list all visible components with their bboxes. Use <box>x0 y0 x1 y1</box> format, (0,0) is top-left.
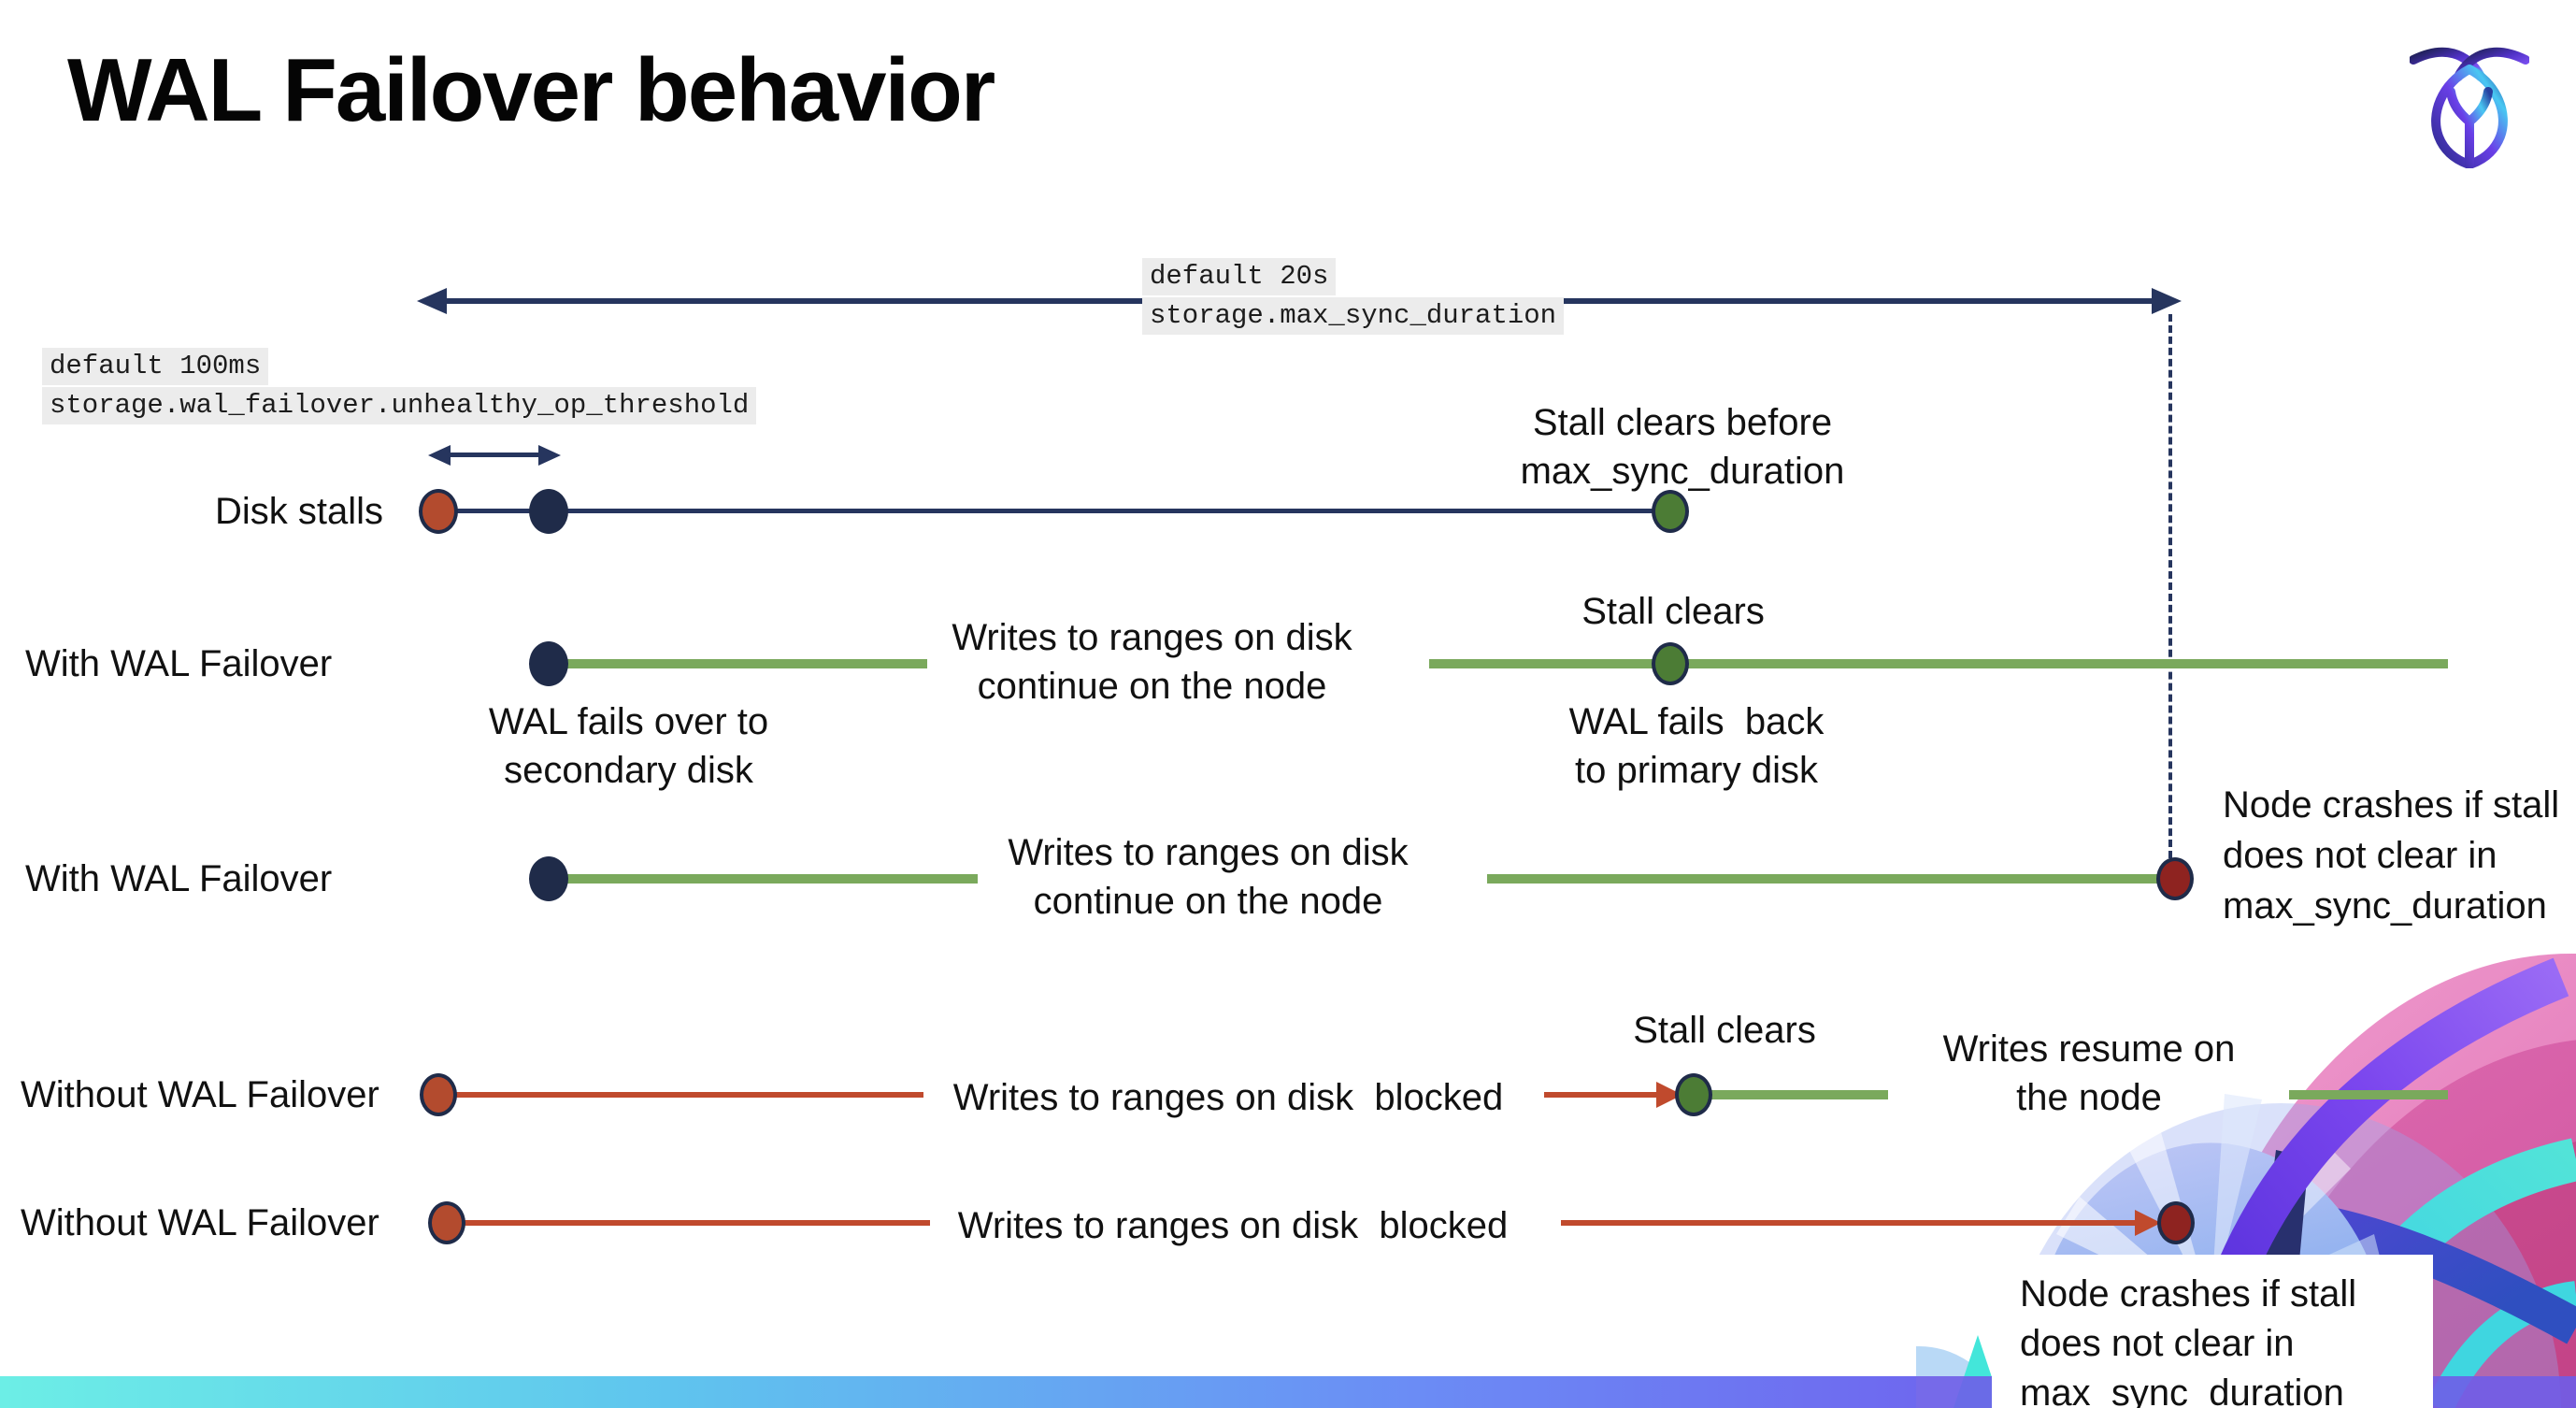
small-arrow-right-head-icon <box>538 445 561 466</box>
stall-clears-dot <box>1652 642 1689 685</box>
annotation-line: Writes to ranges on disk <box>952 617 1352 658</box>
annotation-line: Stall clears before <box>1532 402 1833 443</box>
row-label-without-wal-failover-2: Without WAL Failover <box>21 1202 379 1243</box>
writes-resume-line <box>2289 1090 2448 1099</box>
annotation-line: does not clear in <box>2020 1322 2295 1364</box>
annotation-line: Writes resume on <box>1942 1028 2236 1070</box>
wal-fails-over-annotation: WAL fails over to secondary disk <box>467 697 790 795</box>
annotation-line: does not clear in <box>2223 835 2497 876</box>
annotation-line: WAL fails over to <box>488 701 769 742</box>
node-crash-annotation: Node crashes if stall does not clear in … <box>2223 780 2576 931</box>
annotation-line: Writes to ranges on disk <box>1008 832 1409 873</box>
row-label-disk-stalls: Disk stalls <box>214 491 383 532</box>
writes-continue-annotation: Writes to ranges on disk continue on the… <box>991 828 1425 926</box>
stall-start-dot <box>420 1073 457 1116</box>
wal-fails-back-annotation: WAL fails back to primary disk <box>1538 697 1855 795</box>
failover-dot <box>529 856 568 901</box>
writes-resume-annotation: Writes resume on the node <box>1907 1025 2271 1122</box>
node-crash-dot <box>2156 857 2194 900</box>
disk-stall-timeline <box>438 509 1670 513</box>
annotation-line: WAL fails back <box>1568 701 1825 742</box>
writes-blocked-line <box>1561 1220 2139 1226</box>
writes-continue-line <box>561 659 927 668</box>
row-label-with-wal-failover-2: With WAL Failover <box>25 858 333 899</box>
cockroachdb-logo-icon <box>2410 47 2529 168</box>
writes-resume-line <box>1707 1090 1888 1099</box>
max-sync-default-label: default 20s <box>1142 258 1337 296</box>
stall-clears-label: Stall clears <box>1633 1010 1816 1051</box>
writes-continue-line <box>1429 659 2448 668</box>
writes-blocked-line <box>463 1220 930 1226</box>
row-label-without-wal-failover-1: Without WAL Failover <box>21 1074 379 1115</box>
writes-continue-line <box>561 874 978 884</box>
page-title: WAL Failover behavior <box>67 40 995 140</box>
writes-blocked-annotation: Writes to ranges on disk blocked <box>952 1077 1504 1118</box>
arrow-left-head-icon <box>417 288 447 314</box>
writes-continue-annotation: Writes to ranges on disk continue on the… <box>939 613 1365 711</box>
writes-continue-line <box>1487 874 2162 884</box>
annotation-line: Node crashes if stall <box>2223 784 2560 826</box>
node-crash-dot <box>2157 1201 2195 1244</box>
arrow-right-head-icon <box>2152 288 2182 314</box>
unhealthy-op-setting-name: storage.wal_failover.unhealthy_op_thresh… <box>42 387 757 425</box>
annotation-line: max_sync_duration <box>2223 885 2547 927</box>
stall-start-dot <box>419 489 458 534</box>
annotation-line: continue on the node <box>977 666 1327 707</box>
writes-blocked-line <box>454 1092 923 1098</box>
annotation-line: to primary disk <box>1574 750 1819 791</box>
annotation-line: secondary disk <box>504 750 753 791</box>
row-label-with-wal-failover-1: With WAL Failover <box>25 643 333 684</box>
annotation-line: continue on the node <box>1033 881 1383 922</box>
annotation-line: Node crashes if stall <box>2020 1273 2357 1315</box>
threshold-dot <box>529 489 568 534</box>
max-sync-setting-name: storage.max_sync_duration <box>1142 297 1565 336</box>
stall-clears-dot <box>1675 1073 1712 1116</box>
red-arrow-head-icon <box>2135 1210 2161 1236</box>
small-arrow-left-head-icon <box>428 445 451 466</box>
node-crash-callout-box: Node crashes if stall does not clear in … <box>1992 1255 2433 1408</box>
max-sync-deadline-dashed-line <box>2168 314 2172 858</box>
annotation-line: the node <box>2016 1077 2162 1118</box>
annotation-line: max_sync_duration <box>1520 451 1845 492</box>
writes-blocked-annotation: Writes to ranges on disk blocked <box>957 1205 1509 1246</box>
stall-clears-before-annotation: Stall clears before max_sync_duration <box>1496 398 1869 496</box>
stall-clears-dot <box>1652 490 1689 533</box>
failover-dot <box>529 641 568 686</box>
annotation-line: max_sync_duration <box>2020 1372 2344 1408</box>
stall-clears-label: Stall clears <box>1581 591 1765 632</box>
stall-start-dot <box>428 1201 465 1244</box>
unhealthy-op-default-label: default 100ms <box>42 348 269 386</box>
unhealthy-op-arrow-line <box>449 453 540 457</box>
writes-blocked-line <box>1544 1092 1662 1098</box>
